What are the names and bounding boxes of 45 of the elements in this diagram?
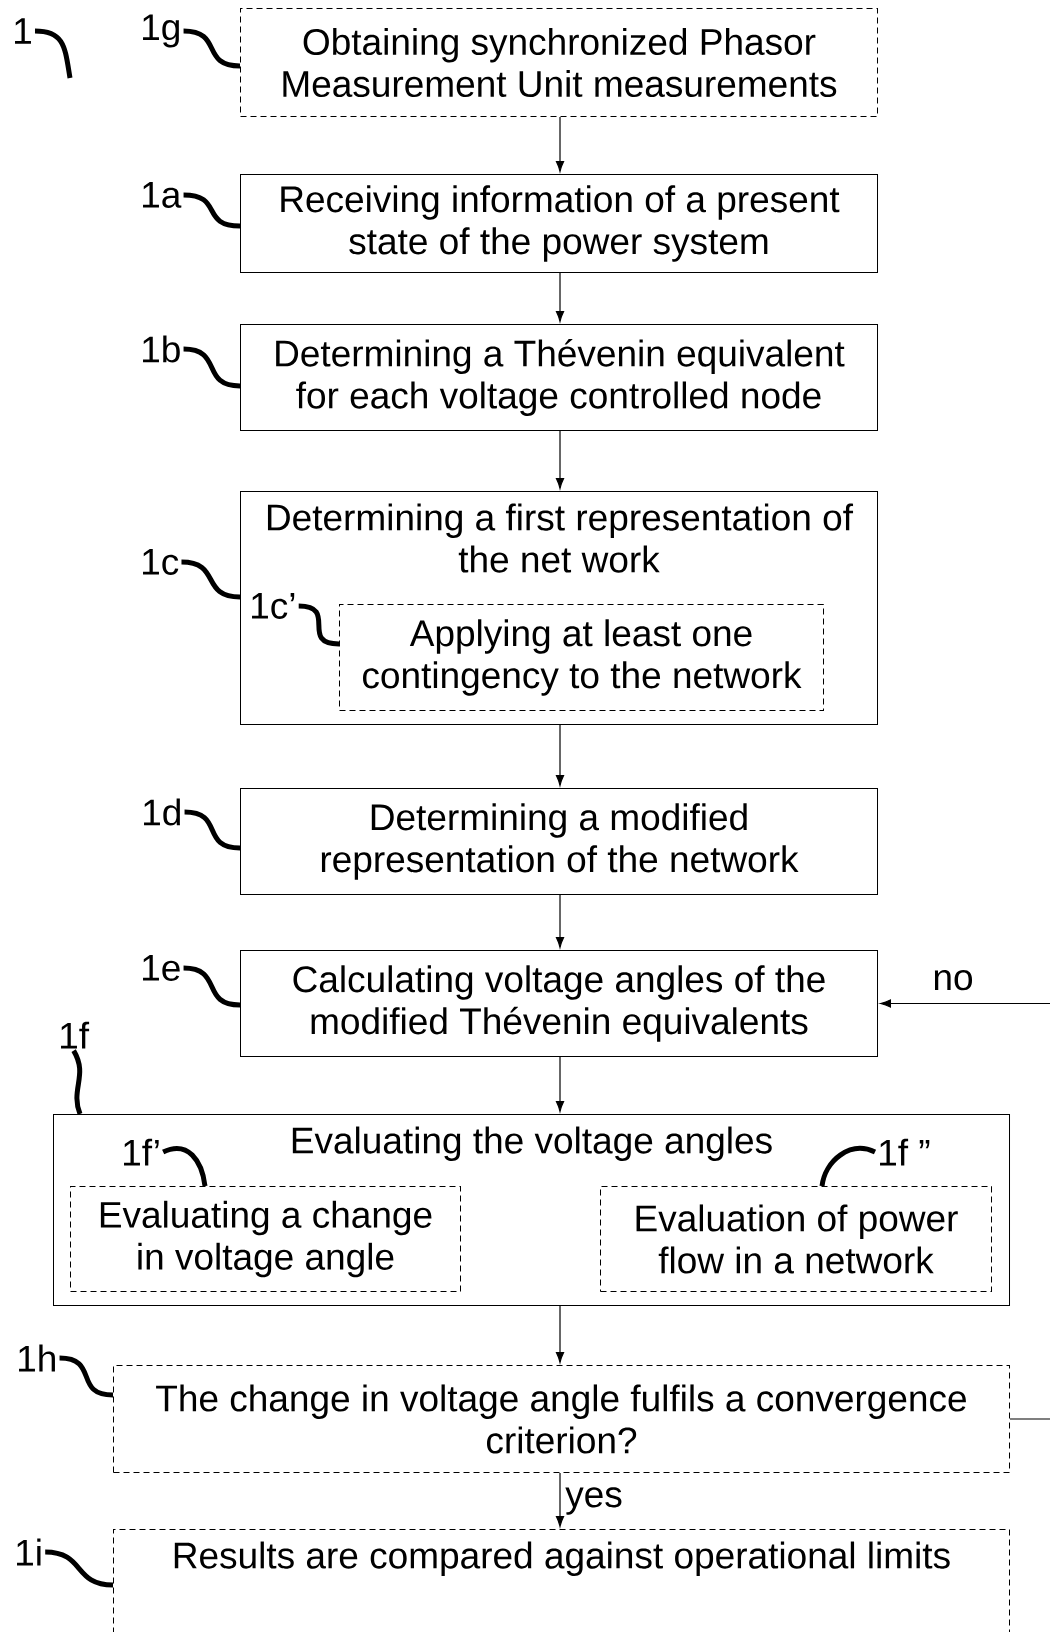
arrow (555, 116, 565, 172)
callout-number: 1h (19, 1344, 55, 1372)
process-box: Determining a Thévenin equivalent for each voltage controlled node (240, 324, 878, 431)
process-box: Evaluation of power flow in a network (600, 1186, 992, 1292)
arrow (555, 272, 565, 322)
process-box: Determining a modified representation of the network (240, 788, 878, 895)
callout-number: 1b (143, 335, 180, 363)
leader-line (71, 1049, 83, 1115)
arrow (555, 1472, 565, 1527)
callout-number: 1e (143, 955, 180, 981)
process-box: Calculating voltage angles of the modified Thévenin equivalents (240, 950, 878, 1057)
callout-number: 1f’ (124, 1138, 159, 1166)
leader-line (183, 346, 241, 389)
callout-number: 1d (144, 798, 180, 826)
arrow (555, 1056, 565, 1112)
edge-label: no (931, 969, 975, 992)
leader-line (183, 28, 241, 69)
decision-box: The change in voltage angle fulfils a convergence criterion? (113, 1365, 1010, 1473)
leader-line (183, 965, 241, 1008)
arrow (880, 999, 1050, 1420)
process-box: Receiving information of a present state of the power system (240, 174, 878, 273)
leader-line (181, 559, 241, 600)
callout-number: 1f ” (880, 1138, 930, 1166)
leader-line (184, 809, 241, 851)
callout-number: 1c’ (252, 593, 295, 619)
leader-line (183, 192, 241, 229)
leader-line (819, 1146, 876, 1187)
arrow (555, 894, 565, 948)
process-box: Applying at least one contingency to the network (339, 604, 824, 711)
leader-line (298, 603, 340, 647)
edge-label: yes (564, 1486, 624, 1516)
callout-number: 1f (61, 1021, 90, 1049)
callout-number: 1a (143, 182, 182, 208)
callout-number: 1g (143, 14, 179, 48)
arrow (555, 1305, 565, 1363)
callout-number: 1i (17, 1538, 41, 1566)
callout-number: 1 (15, 18, 31, 44)
process-box: Evaluating a change in voltage angle (70, 1186, 461, 1292)
arrow (555, 430, 565, 489)
leader-line (45, 1549, 114, 1588)
process-box: Obtaining synchronized Phasor Measurement Unit measurements (240, 8, 878, 117)
leader-line (59, 1355, 114, 1398)
arrow (555, 724, 565, 786)
process-box: Results are compared against operational limits (113, 1529, 1010, 1632)
callout-number: 1c (143, 549, 179, 575)
